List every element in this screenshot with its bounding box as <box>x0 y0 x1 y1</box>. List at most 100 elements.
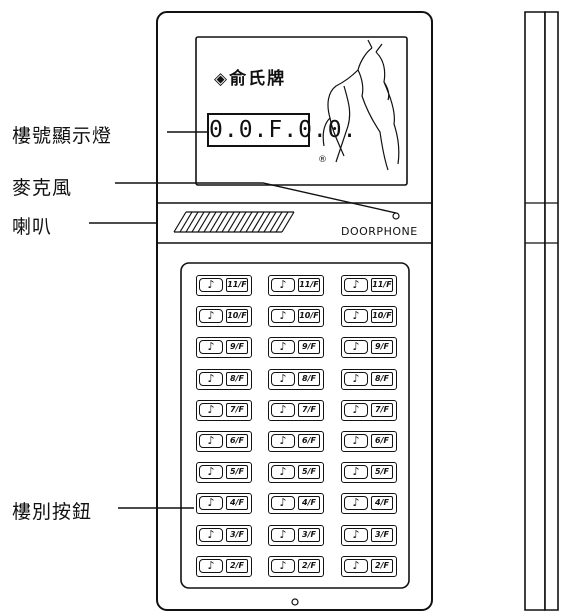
doorphone-label: DOORPHONE <box>341 225 418 238</box>
music-note-icon: ♪ <box>271 496 295 511</box>
music-note-icon: ♪ <box>271 402 295 417</box>
brand-name: ◈俞氏牌 <box>214 69 287 89</box>
floor-button[interactable]: ♪3/F <box>268 524 324 546</box>
floor-label: 5/F <box>371 465 393 480</box>
floor-label: 5/F <box>298 465 320 480</box>
label-speaker: 喇叭 <box>12 216 53 238</box>
music-note-icon: ♪ <box>199 340 223 355</box>
floor-button[interactable]: ♪8/F <box>268 368 324 390</box>
floor-label: 9/F <box>371 340 393 355</box>
floor-label: 2/F <box>371 558 393 573</box>
floor-label: 7/F <box>298 402 320 417</box>
floor-button[interactable]: ♪4/F <box>341 493 397 515</box>
music-note-icon: ♪ <box>199 371 223 386</box>
music-note-icon: ♪ <box>271 527 295 542</box>
floor-label: 4/F <box>371 496 393 511</box>
side-view-back <box>524 11 546 611</box>
speaker-grille <box>173 211 295 233</box>
floor-label: 6/F <box>298 434 320 448</box>
music-note-icon: ♪ <box>199 465 223 480</box>
floor-button[interactable]: ♪4/F <box>196 493 252 515</box>
floor-button[interactable]: ♪4/F <box>268 493 324 515</box>
bottom-screw-hole <box>291 598 299 606</box>
horse-logo <box>322 39 400 171</box>
floor-label: 10/F <box>226 309 248 324</box>
floor-label: 4/F <box>226 496 248 511</box>
floor-label: 11/F <box>226 278 248 292</box>
floor-button[interactable]: ♪2/F <box>268 555 324 577</box>
floor-label: 9/F <box>298 340 320 355</box>
floor-label: 7/F <box>226 402 248 417</box>
music-note-icon: ♪ <box>199 434 223 448</box>
floor-label: 11/F <box>298 278 320 292</box>
floor-button[interactable]: ♪10/F <box>268 306 324 328</box>
floor-button[interactable]: ♪6/F <box>196 431 252 452</box>
floor-button[interactable]: ♪10/F <box>341 306 397 328</box>
floor-button[interactable]: ♪9/F <box>341 337 397 359</box>
floor-button[interactable]: ♪2/F <box>341 555 397 577</box>
music-note-icon: ♪ <box>271 434 295 448</box>
floor-button[interactable]: ♪5/F <box>196 462 252 484</box>
music-note-icon: ♪ <box>344 278 368 292</box>
floor-number-display: 0.0.F.0.0. <box>207 113 356 147</box>
microphone-hole <box>392 212 400 220</box>
music-note-icon: ♪ <box>344 309 368 324</box>
floor-label: 9/F <box>226 340 248 355</box>
floor-label: 6/F <box>226 434 248 448</box>
label-microphone: 麥克風 <box>12 177 73 199</box>
music-note-icon: ♪ <box>344 402 368 417</box>
music-note-icon: ♪ <box>271 558 295 573</box>
floor-button[interactable]: ♪3/F <box>196 524 252 546</box>
floor-button[interactable]: ♪11/F <box>196 275 252 296</box>
floor-button[interactable]: ♪11/F <box>341 275 397 296</box>
music-note-icon: ♪ <box>344 465 368 480</box>
music-note-icon: ♪ <box>199 402 223 417</box>
floor-button[interactable]: ♪7/F <box>196 399 252 421</box>
music-note-icon: ♪ <box>199 309 223 324</box>
registered-mark: ® <box>318 155 327 165</box>
music-note-icon: ♪ <box>344 340 368 355</box>
floor-label: 8/F <box>298 371 320 386</box>
music-note-icon: ♪ <box>199 527 223 542</box>
floor-button[interactable]: ♪9/F <box>196 337 252 359</box>
floor-label: 3/F <box>226 527 248 542</box>
music-note-icon: ♪ <box>271 465 295 480</box>
floor-button[interactable]: ♪10/F <box>196 306 252 328</box>
floor-label: 3/F <box>298 527 320 542</box>
floor-button[interactable]: ♪6/F <box>341 431 397 452</box>
floor-button[interactable]: ♪5/F <box>341 462 397 484</box>
floor-label: 2/F <box>226 558 248 573</box>
music-note-icon: ♪ <box>271 278 295 292</box>
floor-button[interactable]: ♪9/F <box>268 337 324 359</box>
floor-button[interactable]: ♪5/F <box>268 462 324 484</box>
floor-label: 3/F <box>371 527 393 542</box>
music-note-icon: ♪ <box>271 371 295 386</box>
floor-button[interactable]: ♪7/F <box>268 399 324 421</box>
music-note-icon: ♪ <box>199 278 223 292</box>
floor-button[interactable]: ♪8/F <box>196 368 252 390</box>
floor-label: 10/F <box>371 309 393 324</box>
music-note-icon: ♪ <box>199 558 223 573</box>
floor-label: 10/F <box>298 309 320 324</box>
floor-button[interactable]: ♪3/F <box>341 524 397 546</box>
music-note-icon: ♪ <box>344 527 368 542</box>
music-note-icon: ♪ <box>199 496 223 511</box>
floor-label: 5/F <box>226 465 248 480</box>
floor-button[interactable]: ♪6/F <box>268 431 324 452</box>
microphone-leader-line <box>115 182 397 214</box>
floor-button[interactable]: ♪8/F <box>341 368 397 390</box>
side-view-front <box>544 11 559 611</box>
music-note-icon: ♪ <box>271 309 295 324</box>
floor-label: 11/F <box>371 278 393 292</box>
floor-label: 7/F <box>371 402 393 417</box>
display-window <box>195 36 408 186</box>
floor-label: 6/F <box>371 434 393 448</box>
floor-button[interactable]: ♪2/F <box>196 555 252 577</box>
music-note-icon: ♪ <box>344 496 368 511</box>
floor-button[interactable]: ♪7/F <box>341 399 397 421</box>
floor-label: 8/F <box>371 371 393 386</box>
floor-label: 8/F <box>226 371 248 386</box>
music-note-icon: ♪ <box>344 371 368 386</box>
label-buttons: 樓別按鈕 <box>12 501 93 523</box>
floor-button[interactable]: ♪11/F <box>268 275 324 296</box>
